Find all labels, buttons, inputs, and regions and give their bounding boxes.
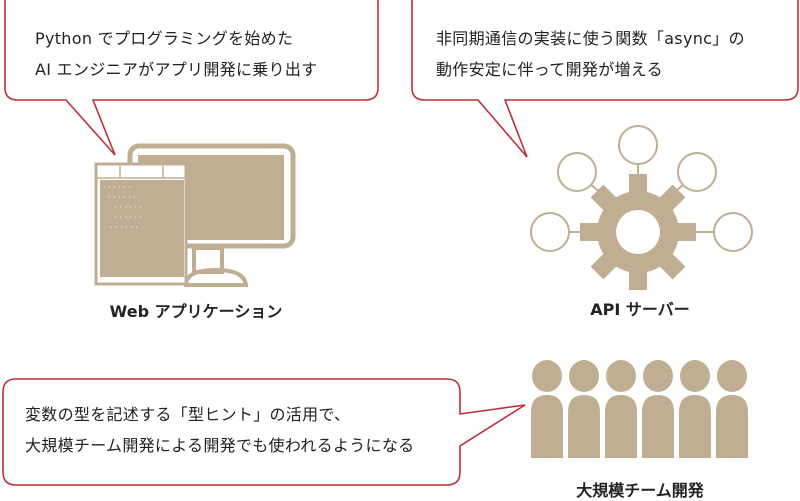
bubble-web-text: Python でプログラミングを始めた AI エンジニアがアプリ開発に乗り出す — [35, 23, 317, 85]
gear-network-icon — [530, 125, 753, 290]
label-web-app: Web アプリケーション — [109, 302, 283, 321]
bubble-team-text: 変数の型を記述する「型ヒント」の活用で、 大規模チーム開発による開発でも使われる… — [25, 399, 414, 461]
bubble-line: 大規模チーム開発による開発でも使われるようになる — [25, 436, 415, 455]
bubble-line: Python でプログラミングを始めた — [35, 29, 294, 48]
speech-bubble-team — [2, 378, 526, 486]
svg-text:· · · · · ·: · · · · · · — [108, 193, 136, 202]
speech-bubble-web — [4, 0, 379, 156]
speech-bubble-api — [411, 0, 799, 158]
svg-text:· · · · · ·: · · · · · · — [114, 213, 142, 222]
bubble-line: AI エンジニアがアプリ開発に乗り出す — [35, 60, 318, 79]
team-people-icon — [531, 360, 748, 458]
svg-text:· · · · · ·: · · · · · · — [114, 203, 142, 212]
bubble-api-text: 非同期通信の実装に使う関数「async」の 動作安定に伴って開発が増える — [436, 23, 745, 85]
bubble-line: 非同期通信の実装に使う関数「async」の — [436, 29, 745, 48]
bubble-line: 変数の型を記述する「型ヒント」の活用で、 — [25, 405, 351, 424]
label-team-dev: 大規模チーム開発 — [576, 481, 704, 500]
bubble-line: 動作安定に伴って開発が増える — [436, 60, 663, 79]
document-icon: · · · · · · · · · · · · · · · · · · · · … — [94, 162, 188, 286]
label-api-server: API サーバー — [590, 300, 690, 319]
svg-text:· · · · · ·: · · · · · · — [110, 223, 138, 232]
svg-text:· · · · · ·: · · · · · · — [103, 183, 131, 192]
